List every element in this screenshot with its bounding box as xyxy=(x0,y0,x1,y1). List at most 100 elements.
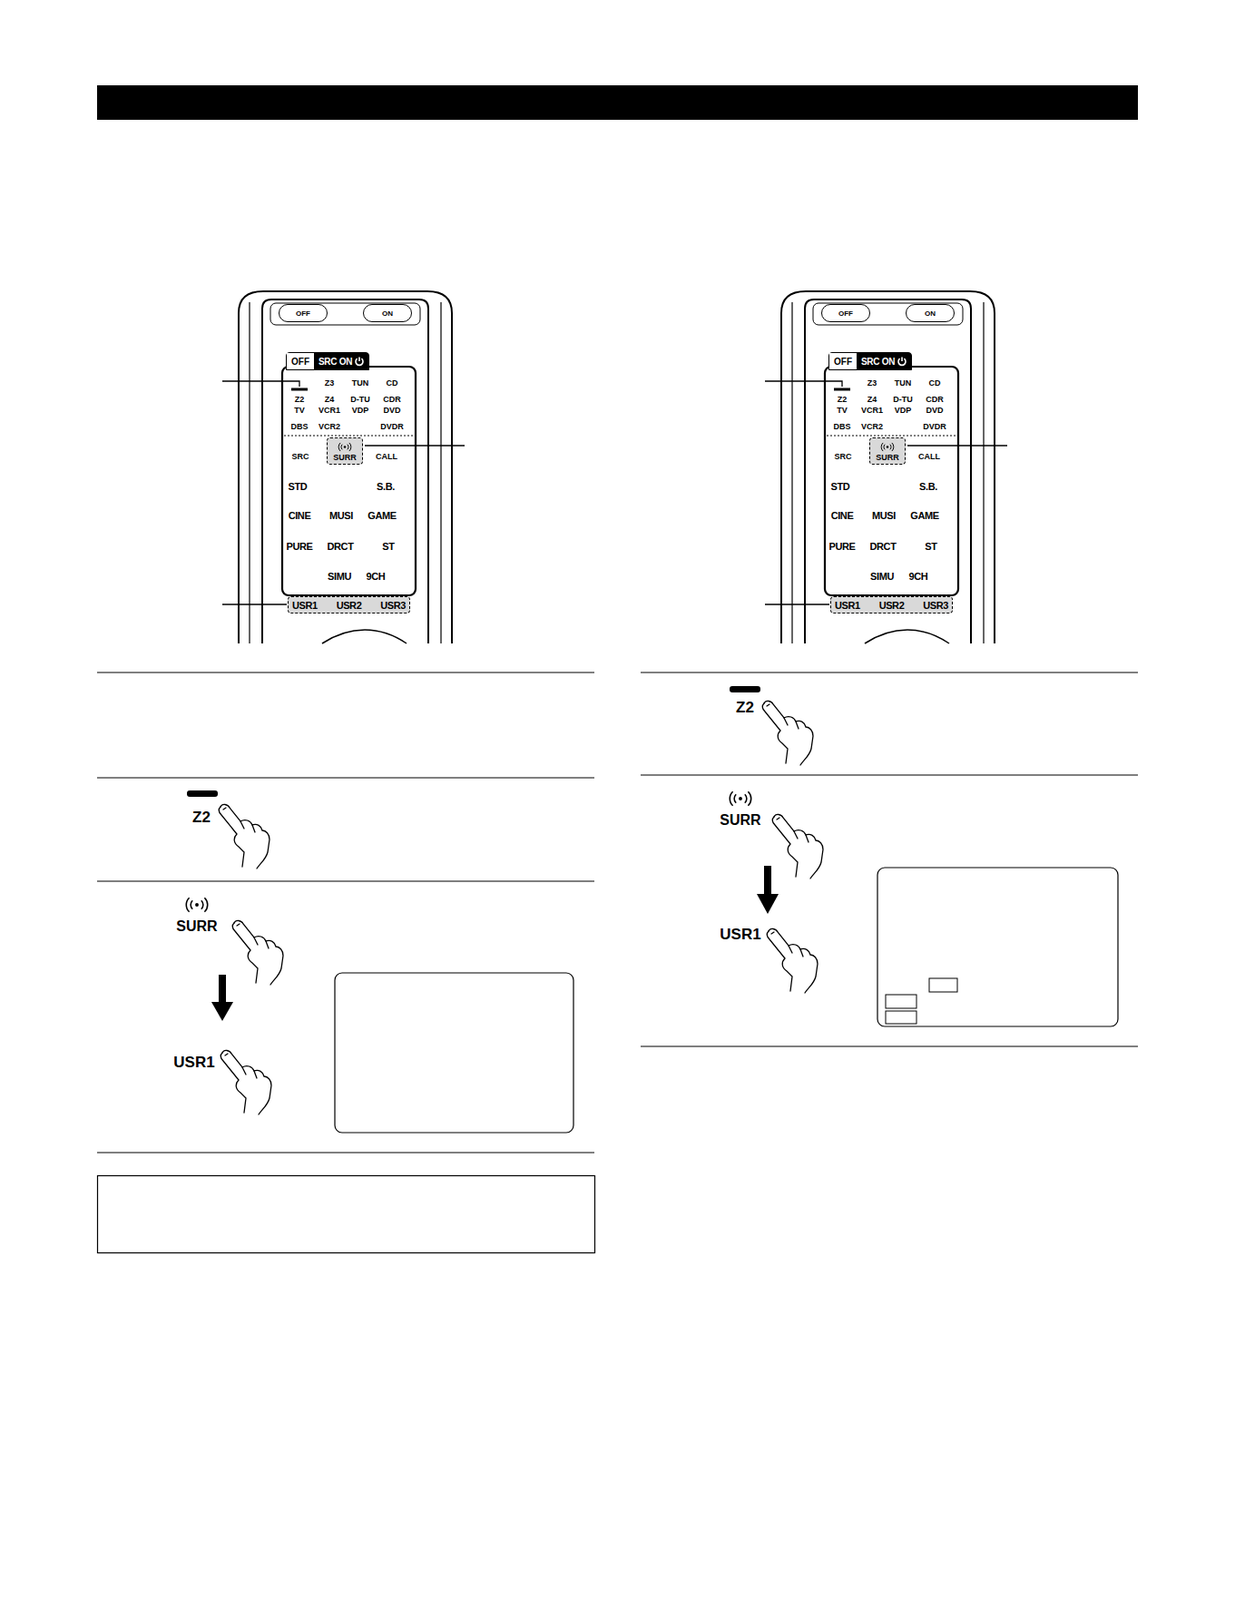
remote-on-button: ON xyxy=(362,303,412,323)
key-label: OFF xyxy=(295,309,311,318)
header-bar xyxy=(97,85,1138,120)
display-cells xyxy=(929,978,958,992)
remote-key-label: DRCT xyxy=(870,541,897,552)
remote-key-label: VDP xyxy=(894,406,912,415)
display-cells xyxy=(885,978,958,1024)
remote-key-label: CINE xyxy=(288,510,312,521)
step-button-label: USR1 xyxy=(719,926,761,942)
remote-key-label: PURE xyxy=(829,541,856,552)
key-label: OFF xyxy=(838,309,853,318)
hand-icon xyxy=(762,700,814,765)
remote-key-label: GAME xyxy=(367,510,396,521)
down-arrow xyxy=(756,893,779,914)
button-bar xyxy=(729,686,761,693)
remote-key-label: MUSI xyxy=(329,510,353,521)
power-icon xyxy=(355,357,363,366)
hand-icon xyxy=(772,813,824,879)
remote-key-label: CALL xyxy=(918,452,941,461)
hand-icon xyxy=(220,1049,272,1115)
remote-key-label: VCR1 xyxy=(861,406,883,415)
down-arrow xyxy=(211,1001,234,1021)
remote-key-label: DVD xyxy=(925,406,943,415)
key-label: USR1 xyxy=(292,599,318,611)
remote-key-label: VDP xyxy=(352,406,370,415)
surround-key-box: SURR xyxy=(326,437,363,465)
surround-wave-icon xyxy=(886,445,890,449)
down-arrow xyxy=(218,974,226,1006)
step-rules xyxy=(97,776,595,778)
remote-key-label: PURE xyxy=(286,541,314,552)
remote-key-label: ST xyxy=(924,541,937,552)
remote-illustration xyxy=(764,291,1008,644)
surround-wave-icon xyxy=(881,442,894,451)
remote-key-label: MUSI xyxy=(872,510,896,521)
surround-wave-icon xyxy=(729,791,751,806)
remote-key-label: D-TU xyxy=(892,395,913,404)
user-keys-box: USR1 USR2 USR3 xyxy=(287,596,411,614)
down-arrow xyxy=(211,865,779,1021)
remote-key-label: VCR2 xyxy=(318,422,341,432)
step-button-label: SURR xyxy=(176,919,217,934)
note-box xyxy=(98,1176,596,1254)
remote-key-label: D-TU xyxy=(350,395,371,404)
remote-key-label: Z3 xyxy=(867,379,878,388)
surround-wave-icon xyxy=(343,445,347,449)
power-icon xyxy=(898,357,906,366)
remote-key-label: VCR2 xyxy=(861,422,883,432)
key-label: ON xyxy=(382,309,393,318)
remote-key-label: TUN xyxy=(352,379,370,388)
remote-key-label: S.B. xyxy=(376,481,395,492)
remote-key-label: TUN xyxy=(894,379,912,388)
step-rules xyxy=(97,672,1138,1153)
surround-wave-icon xyxy=(186,897,207,912)
surround-wave-icon xyxy=(878,441,897,453)
key-label: USR3 xyxy=(380,599,406,611)
remote-key-label: ST xyxy=(382,541,394,552)
tab-label: OFF xyxy=(829,352,857,370)
key-label: ON xyxy=(924,309,936,318)
remote-key-label: Z4 xyxy=(324,395,335,404)
button-bar xyxy=(186,790,218,797)
step-button-label: Z2 xyxy=(735,699,755,716)
display-box xyxy=(877,867,1118,1027)
remote-key-label: DVDR xyxy=(922,422,947,432)
hand-icon xyxy=(766,928,818,993)
remote-key-label: VCR1 xyxy=(318,406,341,415)
remote-key-label: SIMU xyxy=(327,571,352,582)
user-keys-box: USR1USR2USR3 xyxy=(830,596,953,614)
key-label: USR2 xyxy=(879,599,905,611)
remote-key-label: CINE xyxy=(831,510,854,521)
surround-wave-icon xyxy=(881,442,894,451)
mode-tab: OFFSRC ON xyxy=(828,352,912,371)
remote-key-label: 9CH xyxy=(366,571,386,582)
key-label: USR2 xyxy=(336,599,363,611)
power-icon xyxy=(896,355,908,367)
remote-key-label: STD xyxy=(831,481,851,492)
remote-key-label: Z4 xyxy=(867,395,878,404)
step-rules xyxy=(97,1151,595,1153)
remote-key-label: Z2 xyxy=(294,395,305,404)
step-rules xyxy=(640,1045,1138,1047)
step-rules xyxy=(97,671,595,673)
remote-illustration xyxy=(222,291,465,644)
remote-key-label: CDR xyxy=(925,395,944,404)
remote-off-button: OFF xyxy=(821,303,871,323)
step-button-label: USR1 xyxy=(173,1054,215,1070)
remote-key-label: 9CH xyxy=(909,571,929,582)
remote-off-button: OFF xyxy=(278,303,328,323)
key-label: SURR xyxy=(333,452,357,462)
remote-key-label: GAME xyxy=(910,510,939,521)
down-arrow xyxy=(764,865,772,897)
remote-key-label: CD xyxy=(386,379,399,388)
key-label: SURR xyxy=(875,452,900,462)
power-icon xyxy=(353,355,365,367)
display-cells xyxy=(885,994,917,1009)
remote-key-label: STD xyxy=(288,481,308,492)
remote-key-label: SIMU xyxy=(870,571,894,582)
display-cells xyxy=(885,1010,917,1024)
remote-key-label: CALL xyxy=(375,452,398,461)
surround-wave-icon xyxy=(335,441,354,453)
hand-icon xyxy=(232,920,284,985)
step-button-label: Z2 xyxy=(192,809,211,825)
